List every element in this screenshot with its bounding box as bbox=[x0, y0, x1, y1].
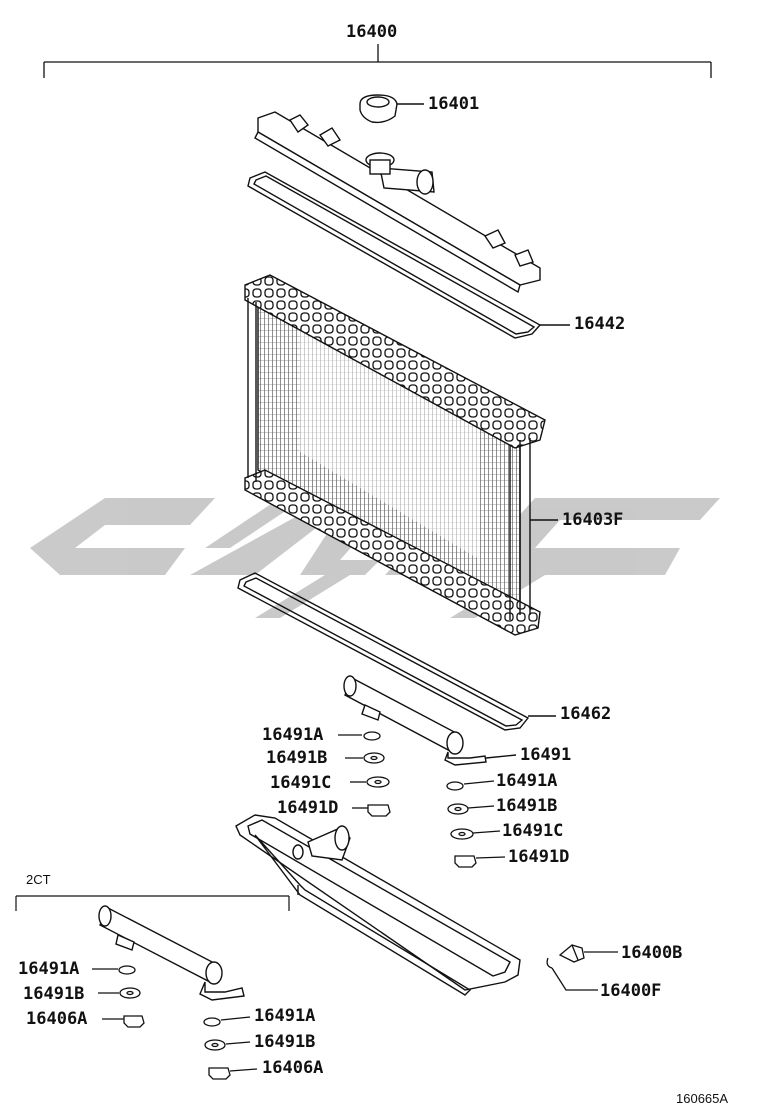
lower-tank-gasket bbox=[237, 572, 556, 731]
label-drain-cock: 16400B bbox=[621, 943, 683, 963]
variant-bracket bbox=[15, 895, 290, 911]
washers-main-right bbox=[446, 780, 506, 868]
label-variant: 2CT bbox=[26, 872, 51, 887]
label-oil-cooler: 16491 bbox=[520, 745, 572, 765]
upper-tank bbox=[254, 111, 541, 294]
label-upper-gasket: 16442 bbox=[574, 314, 626, 334]
label-ct-right-b: 16491B bbox=[254, 1032, 316, 1052]
label-cap: 16401 bbox=[428, 94, 480, 114]
label-ct-right-a: 16491A bbox=[254, 1006, 316, 1026]
washers-2ct-left bbox=[92, 965, 145, 1028]
assembly-bracket bbox=[43, 44, 712, 78]
label-ct-left-c: 16406A bbox=[26, 1009, 88, 1029]
label-lower-gasket: 16462 bbox=[560, 704, 612, 724]
label-main-right-c: 16491C bbox=[502, 821, 564, 841]
lower-tank bbox=[235, 814, 521, 996]
upper-tank-gasket bbox=[247, 171, 570, 339]
label-main-left-c: 16491C bbox=[270, 773, 332, 793]
radiator-core bbox=[244, 274, 558, 636]
washers-main-left bbox=[338, 731, 391, 817]
label-core: 16403F bbox=[562, 510, 624, 530]
label-main-right-b: 16491B bbox=[496, 796, 558, 816]
radiator-cap bbox=[359, 94, 424, 124]
figure-id: 160665A bbox=[676, 1091, 729, 1106]
label-ct-left-b: 16491B bbox=[23, 984, 85, 1004]
label-main-left-b: 16491B bbox=[266, 748, 328, 768]
label-drain-o-ring: 16400F bbox=[600, 981, 662, 1001]
washers-2ct-right bbox=[203, 1016, 258, 1080]
label-ct-left-a: 16491A bbox=[18, 959, 80, 979]
label-main-right-a: 16491A bbox=[496, 771, 558, 791]
label-main-left-d: 16491D bbox=[277, 798, 339, 818]
oil-cooler-2ct bbox=[98, 905, 245, 1001]
oil-cooler-main bbox=[343, 675, 517, 766]
label-main-right-d: 16491D bbox=[508, 847, 570, 867]
label-ct-right-c: 16406A bbox=[262, 1058, 324, 1078]
drain-cock bbox=[546, 944, 618, 991]
label-main-left-a: 16491A bbox=[262, 725, 324, 745]
label-assembly: 16400 bbox=[346, 22, 398, 42]
